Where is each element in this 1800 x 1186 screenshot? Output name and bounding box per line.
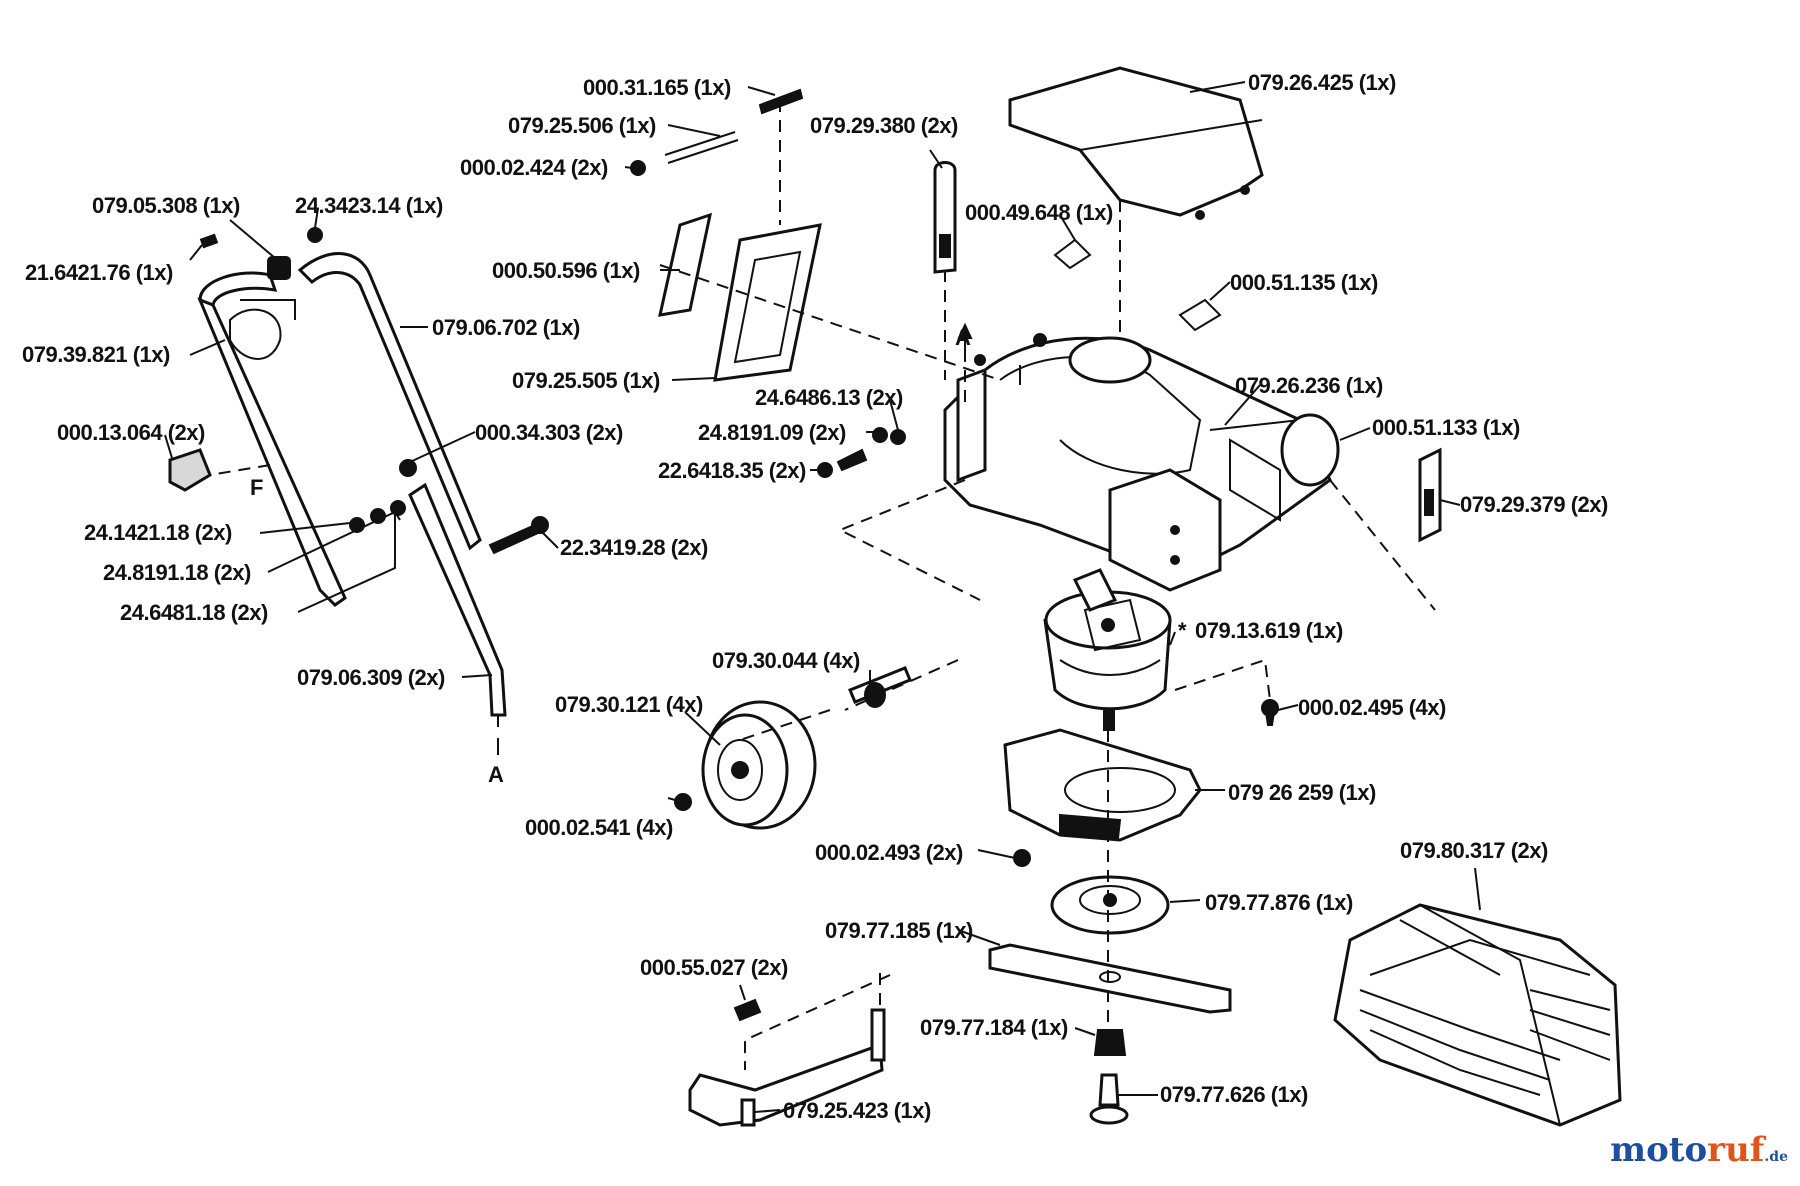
- label-079-77-185: 079.77.185 (1x): [825, 918, 973, 943]
- label-079-26-259: 079 26 259 (1x): [1228, 780, 1376, 805]
- label-079-05-308: 079.05.308 (1x): [92, 193, 240, 218]
- wheel-drawing: [674, 666, 912, 830]
- label-000-31-165: 000.31.165 (1x): [583, 75, 731, 100]
- label-24-6481-18: 24.6481.18 (2x): [120, 600, 268, 625]
- fan-drawing: [1050, 875, 1170, 935]
- brand-name-start: moto: [1610, 1130, 1708, 1170]
- grass-bag-drawing: [1333, 903, 1622, 1127]
- hub-and-screw-drawing: [1089, 1029, 1129, 1125]
- label-079-25-506: 079.25.506 (1x): [508, 113, 656, 138]
- deck-housing-drawing: [943, 333, 1340, 592]
- rod-pins-drawing: [630, 88, 1279, 867]
- label-24-3423-14: 24.3423.14 (1x): [295, 193, 443, 218]
- section-a-marker-top: A: [955, 325, 971, 350]
- label-079-30-121: 079.30.121 (4x): [555, 692, 703, 717]
- label-000-02-495: 000.02.495 (4x): [1298, 695, 1446, 720]
- label-24-8191-09: 24.8191.09 (2x): [698, 420, 846, 445]
- label-000-51-135: 000.51.135 (1x): [1230, 270, 1378, 295]
- label-079-25-423: 079.25.423 (1x): [783, 1098, 931, 1123]
- label-000-02-424: 000.02.424 (2x): [460, 155, 608, 180]
- label-000-49-648: 000.49.648 (1x): [965, 200, 1113, 225]
- plates-drawing: [658, 161, 1442, 543]
- label-079-06-309: 079.06.309 (2x): [297, 665, 445, 690]
- cover-part-drawing: [1008, 66, 1264, 220]
- label-079-29-380: 079.29.380 (2x): [810, 113, 958, 138]
- label-21-6421-76: 21.6421.76 (1x): [25, 260, 173, 285]
- section-markers: A A F: [250, 322, 973, 787]
- handle-bolts-drawing: [168, 448, 549, 555]
- label-079-13-619: 079.13.619 (1x): [1195, 618, 1343, 643]
- leader-lines: [164, 81, 1481, 1113]
- asterisk-marker: *: [1178, 618, 1187, 643]
- rear-bracket-drawing: [688, 998, 886, 1127]
- label-079-77-876: 079.77.876 (1x): [1205, 890, 1353, 915]
- label-24-6486-13: 24.6486.13 (2x): [755, 385, 903, 410]
- label-000-34-303: 000.34.303 (2x): [475, 420, 623, 445]
- label-079-06-702: 079.06.702 (1x): [432, 315, 580, 340]
- motor-drawing: [1043, 568, 1172, 731]
- label-079-30-044: 079.30.044 (4x): [712, 648, 860, 673]
- section-a-marker-bottom: A: [488, 762, 504, 787]
- label-079-26-236: 079.26.236 (1x): [1235, 373, 1383, 398]
- label-000-55-027: 000.55.027 (2x): [640, 955, 788, 980]
- brand-name-mid: ruf: [1707, 1130, 1765, 1170]
- label-079-25-505: 079.25.505 (1x): [512, 368, 660, 393]
- label-24-1421-18: 24.1421.18 (2x): [84, 520, 232, 545]
- label-000-13-064: 000.13.064 (2x): [57, 420, 205, 445]
- label-24-8191-18: 24.8191.18 (2x): [103, 560, 251, 585]
- part-labels: 000.31.165 (1x) 079.25.506 (1x) 000.02.4…: [22, 70, 1609, 1123]
- assembly-lines: [209, 100, 1436, 1070]
- label-079-39-821: 079.39.821 (1x): [22, 342, 170, 367]
- label-079-29-379: 079.29.379 (2x): [1460, 492, 1608, 517]
- label-22-6418-35: 22.6418.35 (2x): [658, 458, 806, 483]
- motoruf-watermark: motoruf.de: [1610, 1130, 1788, 1170]
- label-079-77-626: 079.77.626 (1x): [1160, 1082, 1308, 1107]
- blade-drawing: [988, 943, 1232, 1014]
- label-079-26-425: 079.26.425 (1x): [1248, 70, 1396, 95]
- label-000-50-596: 000.50.596 (1x): [492, 258, 640, 283]
- blade-housing-drawing: [1003, 728, 1202, 842]
- label-079-77-184: 079.77.184 (1x): [920, 1015, 1068, 1040]
- label-000-02-541: 000.02.541 (4x): [525, 815, 673, 840]
- label-079-80-317: 079.80.317 (2x): [1400, 838, 1548, 863]
- label-000-02-493: 000.02.493 (2x): [815, 840, 963, 865]
- upper-handle-drawing: [197, 227, 482, 607]
- label-22-3419-28: 22.3419.28 (2x): [560, 535, 708, 560]
- brand-tld: .de: [1764, 1149, 1788, 1165]
- note-f-marker: F: [250, 475, 263, 500]
- label-000-51-133: 000.51.133 (1x): [1372, 415, 1520, 440]
